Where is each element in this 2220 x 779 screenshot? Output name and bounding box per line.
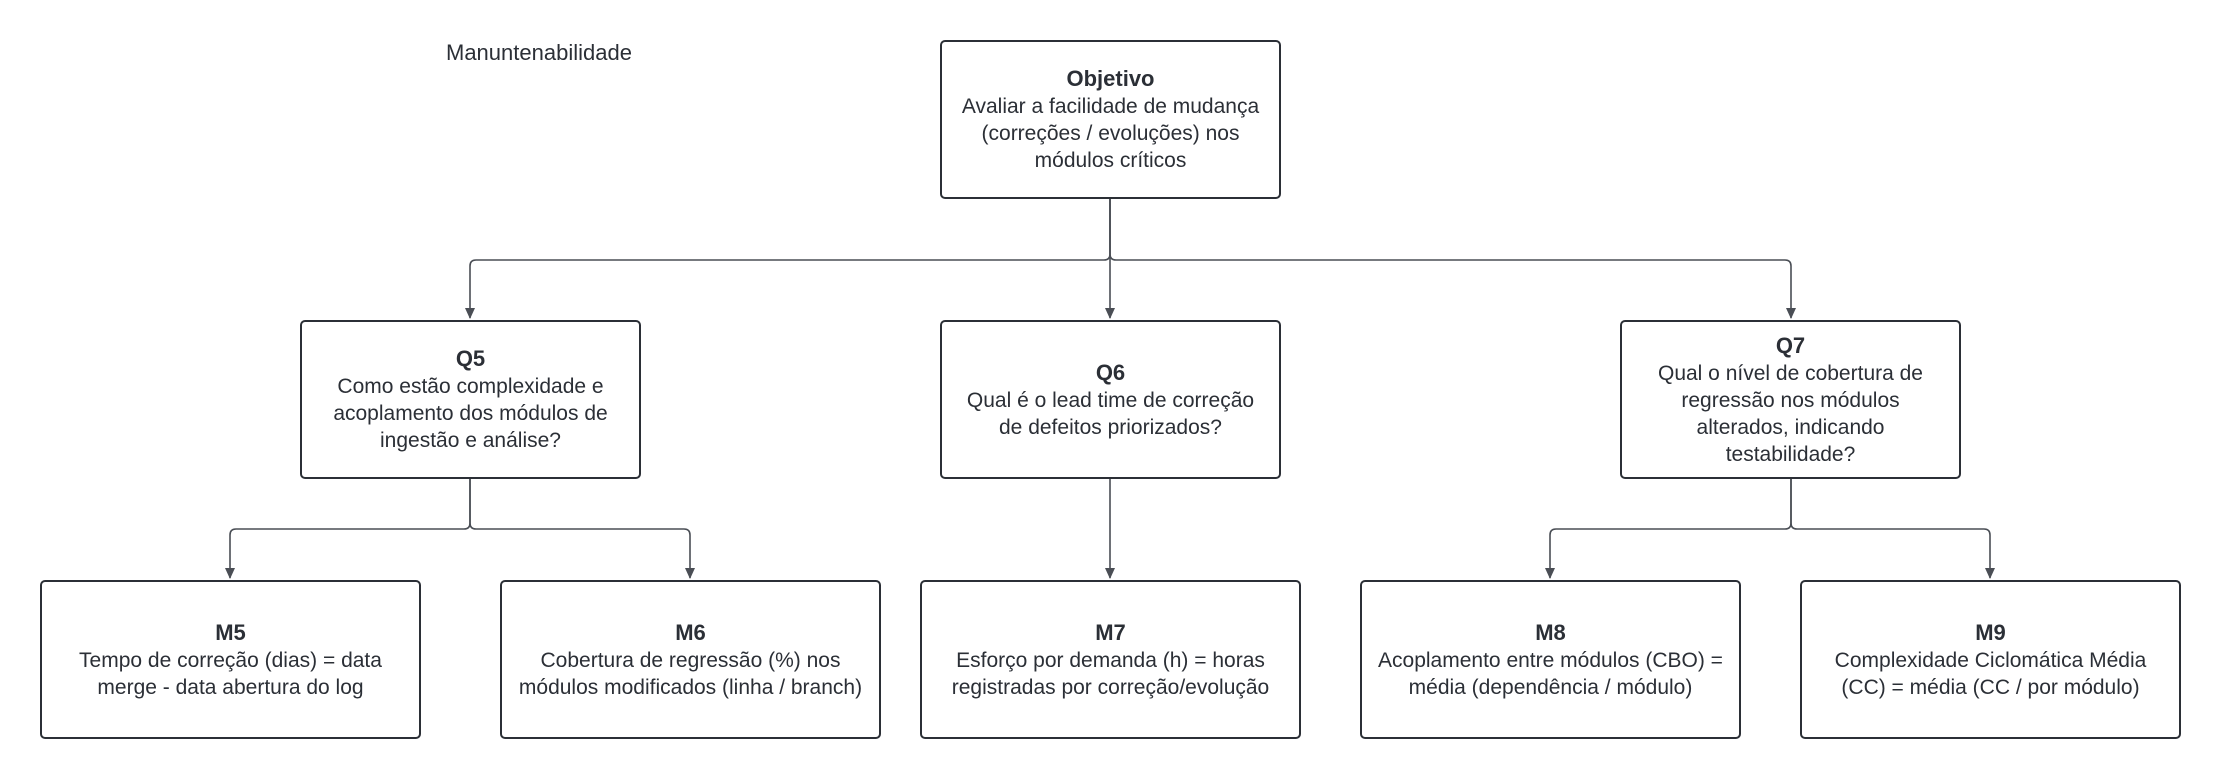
connector-q7-m9 bbox=[1790, 479, 1995, 579]
metric-text: Complexidade Ciclomática Média (CC) = mé… bbox=[1834, 648, 2147, 699]
connector-q5-m6 bbox=[469, 479, 695, 579]
question-text: Como estão complexidade e acoplamento do… bbox=[333, 375, 608, 452]
diagram-label: Manuntenabilidade bbox=[446, 40, 632, 65]
question-id: Q5 bbox=[455, 346, 486, 371]
question-box-q6: Q6 Qual é o lead time de correção de def… bbox=[940, 320, 1281, 479]
metric-box-m5: M5 Tempo de correção (dias) = data merge… bbox=[40, 580, 421, 739]
question-id: Q6 bbox=[1095, 359, 1126, 385]
question-text: Qual é o lead time de correção de defeit… bbox=[966, 388, 1255, 439]
connector-objective-q7 bbox=[1109, 198, 1796, 319]
metric-text: Acoplamento entre módulos (CBO) = média … bbox=[1378, 648, 1723, 699]
metric-box-m6: M6 Cobertura de regressão (%) nos módulo… bbox=[500, 580, 881, 739]
metric-id: M5 bbox=[215, 619, 246, 645]
metric-box-m8: M8 Acoplamento entre módulos (CBO) = méd… bbox=[1360, 580, 1741, 739]
metric-box-m7: M7 Esforço por demanda (h) = horas regis… bbox=[920, 580, 1301, 739]
question-box-q7: Q7 Qual o nível de cobertura de regressã… bbox=[1620, 320, 1961, 479]
question-id: Q7 bbox=[1775, 332, 1806, 358]
metric-id: M7 bbox=[1095, 619, 1126, 645]
question-text: Qual o nível de cobertura de regressão n… bbox=[1657, 361, 1923, 466]
metric-id: M8 bbox=[1535, 619, 1566, 645]
objective-text: Avaliar a facilidade de mudança (correçõ… bbox=[961, 95, 1260, 172]
question-box-q5: Q5 Como estão complexidade e acoplamento… bbox=[300, 320, 641, 479]
metric-text: Esforço por demanda (h) = horas registra… bbox=[951, 648, 1270, 699]
metric-id: M6 bbox=[675, 619, 706, 645]
objective-box: Objetivo Avaliar a facilidade de mudança… bbox=[940, 40, 1281, 199]
connector-q5-m5 bbox=[225, 479, 471, 579]
metric-id: M9 bbox=[1975, 619, 2006, 645]
metric-box-m9: M9 Complexidade Ciclomática Média (CC) =… bbox=[1800, 580, 2181, 739]
connector-objective-q5 bbox=[465, 198, 1111, 319]
connector-q7-m8 bbox=[1545, 479, 1792, 579]
metric-text: Tempo de correção (dias) = data merge - … bbox=[79, 648, 382, 699]
objective-title: Objetivo bbox=[1066, 66, 1155, 91]
metric-text: Cobertura de regressão (%) nos módulos m… bbox=[518, 648, 863, 699]
